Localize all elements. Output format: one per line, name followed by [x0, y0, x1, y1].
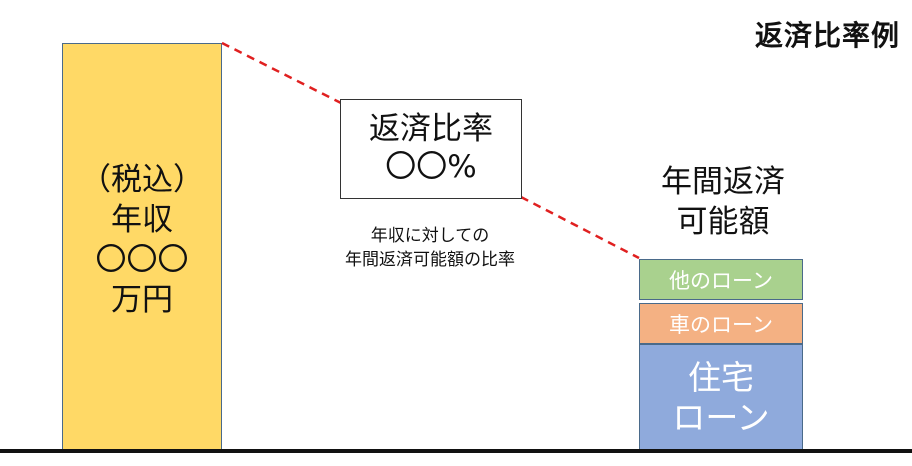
capacity-line1: 年間返済	[661, 164, 785, 200]
other-loan-label: 他のローン	[669, 268, 773, 293]
income-bar	[62, 43, 222, 451]
ratio-title: 返済比率	[369, 111, 493, 147]
income-bar-label: （税込） 年収 〇〇〇 万円	[62, 160, 222, 320]
income-tax-included-text: （税込）	[80, 162, 204, 198]
repayment-ratio-box: 返済比率 〇〇%	[340, 99, 522, 199]
baseline	[0, 449, 912, 453]
ratio-explanation: 年収に対しての 年間返済可能額の比率	[300, 224, 560, 272]
connector-line-top	[221, 41, 342, 105]
ratio-note-line2: 年間返済可能額の比率	[345, 250, 515, 270]
annual-repayment-capacity-label: 年間返済 可能額	[618, 162, 828, 242]
income-unit-text: 万円	[111, 282, 173, 318]
home-loan-label-line2: ローン	[672, 397, 770, 437]
income-amount-placeholder: 〇〇〇	[95, 242, 189, 278]
ratio-value-placeholder: 〇〇%	[385, 149, 477, 185]
other-loan-segment: 他のローン	[639, 259, 803, 300]
home-loan-segment: 住宅 ローン	[639, 344, 803, 451]
income-annual-text: 年収	[111, 202, 173, 238]
home-loan-label-line1: 住宅	[687, 357, 754, 397]
car-loan-segment: 車のローン	[639, 303, 803, 344]
diagram-title: 返済比率例	[754, 19, 900, 52]
capacity-line2: 可能額	[676, 204, 770, 240]
car-loan-label: 車のローン	[669, 312, 773, 337]
ratio-note-line1: 年収に対しての	[370, 226, 490, 246]
